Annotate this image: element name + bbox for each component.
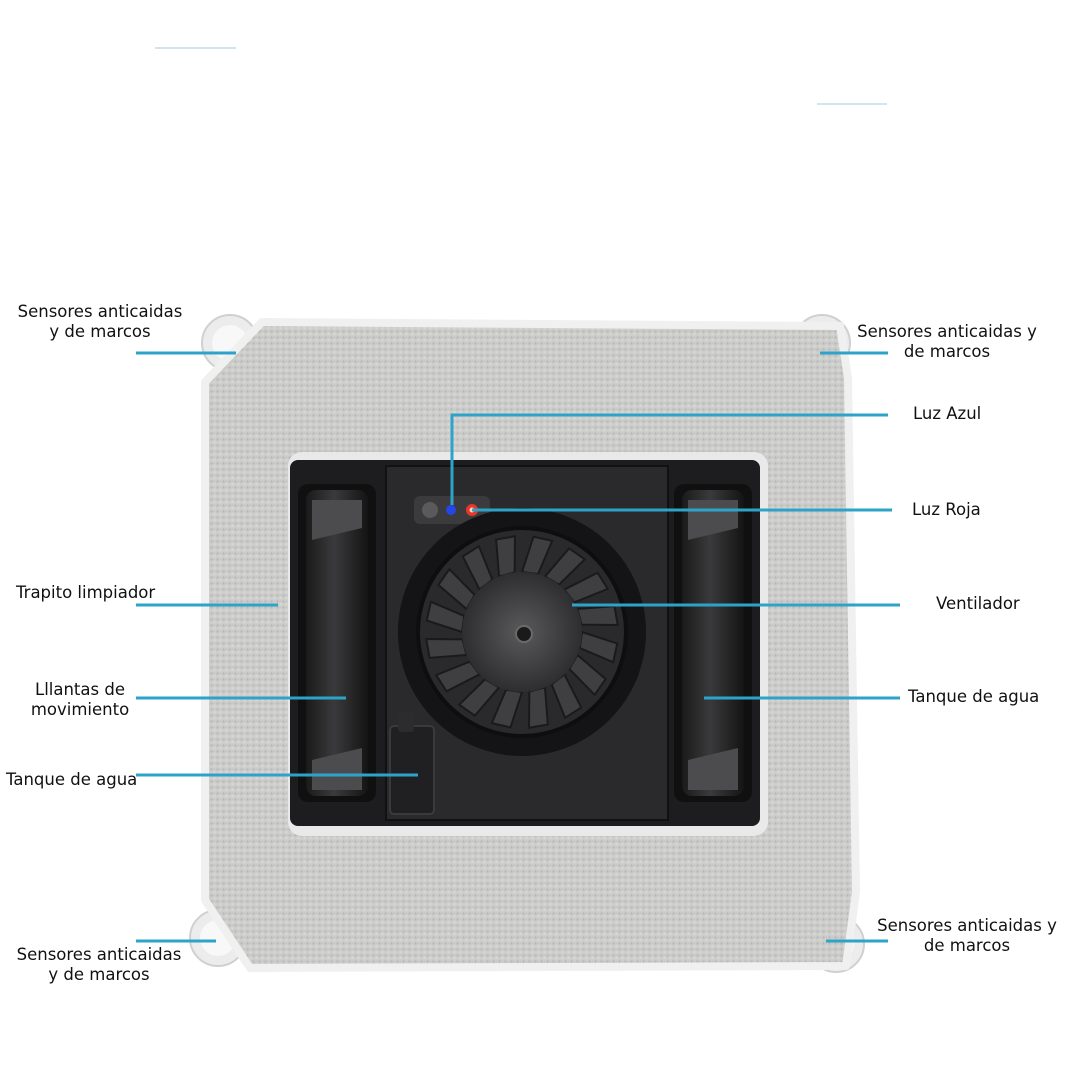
label-blue-light: Luz Azul [913,404,982,423]
label-bottom-right-sensor: Sensores anticaidas y de marcos [877,916,1057,955]
fan [398,508,646,756]
blue-led-icon [446,505,456,515]
label-cleaning-cloth: Trapito limpiador [16,583,156,602]
led-panel [414,496,490,524]
label-water-tank-left: Tanque de agua [6,770,138,789]
label-bottom-left-sensor: Sensores anticaidas y de marcos [16,945,182,984]
fan-blade [425,637,468,659]
leader-lines [136,351,900,943]
label-fan: Ventilador [936,594,1020,613]
fan-blade [495,535,517,578]
fan-blade [527,686,549,729]
wheel-track-right [674,484,752,802]
fan-blade [576,605,619,627]
water-tank-left [389,712,435,815]
label-wheels: Lllantas de movimiento [30,680,130,719]
label-top-right-sensor: Sensores anticaidas y de marcos [857,322,1037,361]
label-water-tank-right: Tanque de agua [908,687,1040,706]
wheel-track-left [298,484,376,802]
leader-blue-light [450,413,888,505]
label-red-light: Luz Roja [912,500,981,519]
label-top-left-sensor: Sensores anticaidas y de marcos [17,302,183,341]
